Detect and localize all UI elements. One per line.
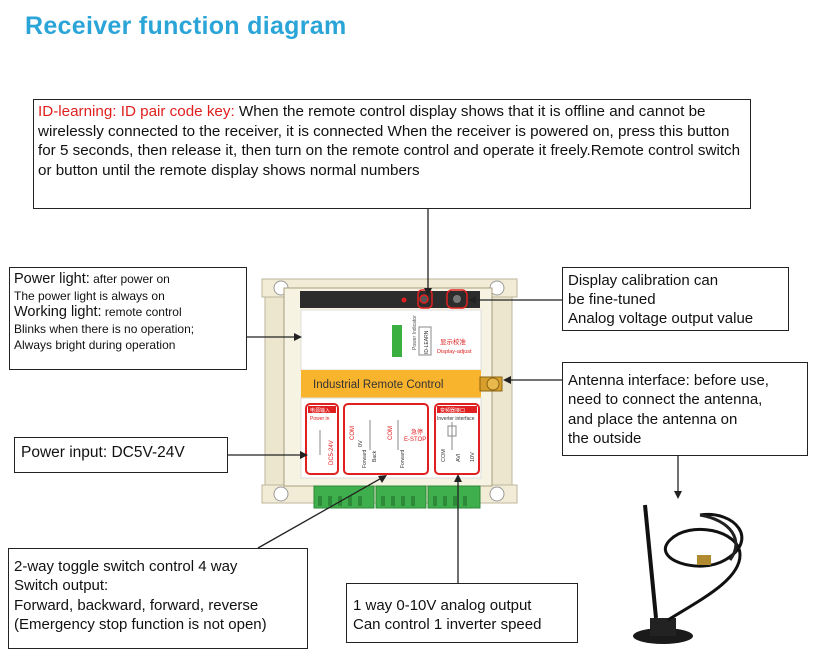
page-title: Receiver function diagram — [25, 12, 347, 40]
id-learning-text: When the remote control display shows th… — [38, 103, 741, 179]
switch-output-terminal-group — [343, 403, 429, 475]
svg-text:电源输入: 电源输入 — [310, 407, 330, 414]
mount-hole — [489, 486, 505, 502]
terminal-block-1 — [313, 485, 375, 509]
analog-output-terminal-group — [434, 403, 480, 475]
svg-text:Power in: Power in — [310, 416, 330, 422]
id-learn-button — [419, 294, 429, 304]
id-learning-callout: ID-learning: ID pair code key: When the … — [33, 99, 751, 209]
label-panel — [300, 309, 482, 371]
svg-text:Back: Back — [372, 450, 378, 462]
svg-text:DC5-24V: DC5-24V — [329, 440, 335, 465]
analog-output-callout: 1 way 0-10V analog output Can control 1 … — [346, 583, 578, 643]
power-input-terminal-group — [305, 403, 339, 475]
svg-text:Inverter interface: Inverter interface — [437, 416, 475, 422]
power-light-callout: Power light: after power on The power li… — [9, 267, 247, 370]
mount-hole — [273, 486, 289, 502]
power-indicator-label: Power Indicator — [412, 315, 418, 350]
display-calibration-callout: Display calibration can be fine-tuned An… — [562, 267, 789, 331]
display-adjust-highlight — [446, 289, 468, 309]
inverter-tag — [437, 406, 477, 413]
power-input-callout: Power input: DC5V-24V — [14, 437, 228, 473]
leader-toggle — [257, 475, 386, 549]
id-learn-label — [418, 326, 432, 356]
svg-text:COM: COM — [388, 426, 394, 440]
svg-text:Forward: Forward — [400, 449, 406, 468]
calibration-potentiometer — [453, 295, 461, 303]
display-adjust-cn-label: 显示校准 — [440, 337, 467, 346]
banner-label: Industrial Remote Control — [313, 379, 443, 391]
toggle-switch-callout: 2-way toggle switch control 4 way Switch… — [8, 548, 308, 649]
power-led — [401, 297, 407, 303]
orange-banner — [301, 370, 481, 398]
display-adjust-label: Display-adjust — [437, 349, 472, 355]
svg-text:AVI: AVI — [456, 453, 462, 462]
id-learning-label: ID-learning: ID pair code key: — [38, 103, 235, 120]
svg-text:急停: 急停 — [411, 428, 423, 436]
external-antenna — [633, 504, 744, 644]
svg-text:E-STOP: E-STOP — [404, 437, 426, 443]
svg-text:10V: 10V — [470, 452, 476, 462]
svg-text:COM: COM — [441, 449, 447, 462]
svg-text:变频器接口: 变频器接口 — [440, 407, 465, 414]
pcb-top-strip — [300, 291, 480, 308]
antenna-callout: Antenna interface: before use, need to c… — [562, 362, 808, 456]
power-in-tag — [308, 406, 336, 413]
left-side-tab — [264, 296, 286, 486]
svg-text:Forward: Forward — [362, 449, 368, 468]
svg-text:COM: COM — [350, 426, 356, 440]
svg-text:0V: 0V — [358, 440, 364, 447]
svg-text:ID-LEARN: ID-LEARN — [424, 330, 430, 354]
status-led-strip — [392, 325, 402, 357]
